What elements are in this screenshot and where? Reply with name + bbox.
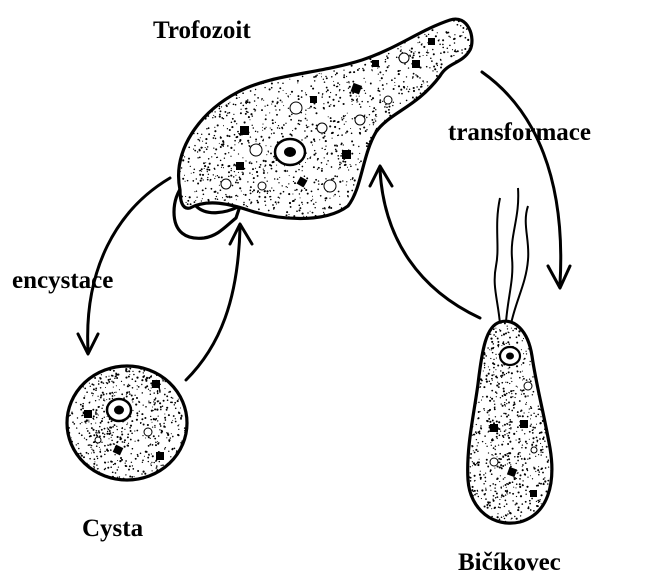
arrow-flagellate-to-trophozoite <box>370 166 480 318</box>
arrow-transformation <box>482 72 570 288</box>
trophozoite-cell <box>169 13 480 238</box>
flagella <box>495 188 529 324</box>
label-trophozoite: Trofozoit <box>153 17 251 44</box>
flagellate-nucleus <box>500 347 520 365</box>
cyst-wall <box>67 366 187 480</box>
trophozoite-nucleus <box>275 139 305 165</box>
label-encystation: encystace <box>12 267 113 294</box>
label-flagellate: Bičíkovec <box>458 549 561 576</box>
cyst-cell <box>63 363 191 485</box>
arrow-encystation <box>78 178 170 354</box>
label-cyst: Cysta <box>82 515 144 542</box>
label-transformation: transformace <box>448 119 591 146</box>
cyst-nucleus <box>107 399 131 421</box>
arrow-cyst-to-trophozoite <box>186 224 252 380</box>
flagellate-cell <box>463 188 559 529</box>
